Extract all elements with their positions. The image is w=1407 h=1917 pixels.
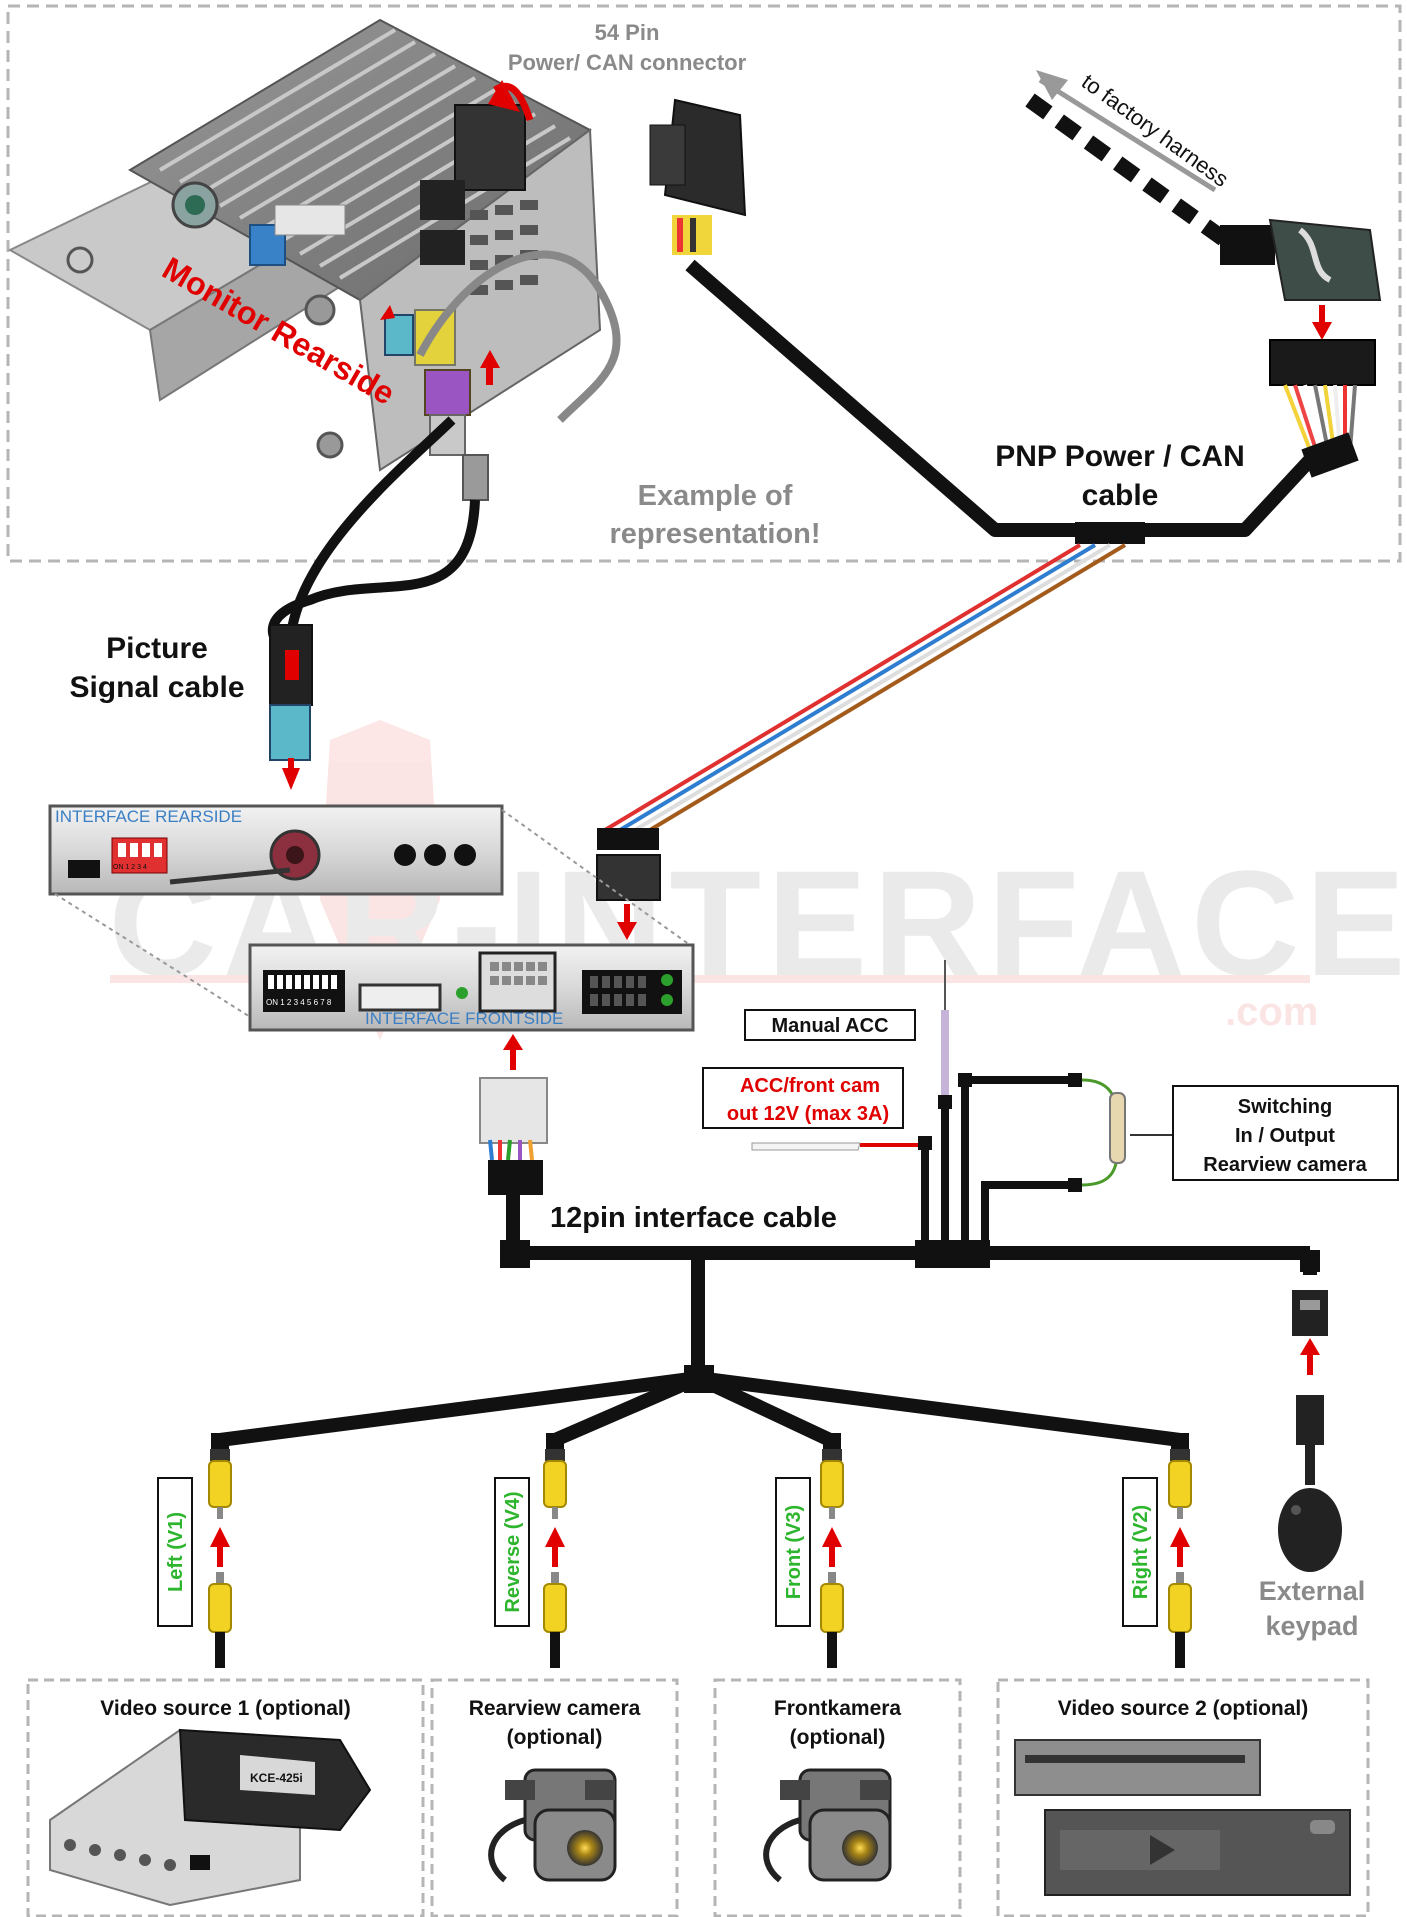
- switching-label-1: Switching: [1238, 1096, 1332, 1118]
- pnp-label-1: PNP Power / CAN: [995, 440, 1245, 473]
- source-title: Frontkamera: [774, 1697, 902, 1720]
- video-input-tag: Reverse (V4): [502, 1491, 524, 1612]
- front-camera-device: [763, 1768, 892, 1883]
- dip-rear-label: ON 1 2 3 4: [113, 864, 147, 871]
- external-keypad: [1278, 1290, 1342, 1572]
- keypad-label-1: External: [1259, 1576, 1366, 1606]
- source-subtitle: (optional): [790, 1726, 886, 1749]
- switching-label-3: Rearview camera: [1203, 1154, 1367, 1176]
- source-title: Video source 1 (optional): [100, 1697, 350, 1720]
- picture-label-1: Picture: [106, 632, 208, 665]
- red-arrow-icon: [822, 1527, 842, 1547]
- red-arrow-icon: [545, 1527, 565, 1547]
- can-wires: [603, 543, 1127, 832]
- red-arrow-icon: [210, 1527, 230, 1547]
- monitor-unit: [7, 18, 621, 501]
- acc-front-label-1: ACC/front cam: [740, 1075, 880, 1097]
- device-kce-text: KCE-425i: [250, 1771, 303, 1785]
- acc-front-label-2: out 12V (max 3A): [727, 1103, 889, 1125]
- interface-rearside-label: INTERFACE REARSIDE: [55, 807, 242, 826]
- picture-label-2: Signal cable: [69, 671, 244, 704]
- pnp-connector: [649, 98, 747, 255]
- source-box: [996, 1678, 1370, 1917]
- source-title: Rearview camera: [469, 1697, 641, 1720]
- source-subtitle: (optional): [507, 1726, 603, 1749]
- watermark-suffix: .com: [1225, 990, 1318, 1034]
- video-source-2-device: [1014, 1739, 1351, 1896]
- example-label-2: representation!: [609, 518, 820, 550]
- video-input-2: Reverse (V4) Rearview camera (optional): [430, 1433, 679, 1917]
- interface-frontside-label: INTERFACE FRONTSIDE: [365, 1009, 563, 1028]
- interface-rearside: INTERFACE REARSIDE ON 1 2 3 4: [48, 804, 504, 896]
- pin54-label-2: Power/ CAN connector: [508, 50, 747, 75]
- switching-label-2: In / Output: [1235, 1125, 1335, 1147]
- cable-label: 12pin interface cable: [550, 1202, 837, 1234]
- keypad-label-2: keypad: [1265, 1611, 1358, 1641]
- video-input-tag: Left (V1): [165, 1512, 187, 1592]
- rearview-camera-device: [488, 1768, 617, 1883]
- interface-frontside: ON 1 2 3 4 5 6 7 8 INTERFACE FRONTSIDE: [248, 943, 695, 1032]
- video-input-1: Left (V1) Video source 1 (optional): [26, 1433, 425, 1917]
- factory-harness-label: to factory harness: [1077, 69, 1233, 192]
- video-input-3: Front (V3) Frontkamera (optional): [713, 1433, 962, 1917]
- video-input-tag: Front (V3): [783, 1505, 805, 1599]
- factory-harness: [1025, 70, 1382, 478]
- video-source-1-device: KCE-425i: [49, 1728, 372, 1907]
- pnp-label-2: cable: [1082, 479, 1159, 512]
- video-input-tag: Right (V2): [1130, 1505, 1152, 1599]
- main-harness: [213, 1195, 1317, 1455]
- example-label-1: Example of: [638, 480, 793, 512]
- manual-acc-label: Manual ACC: [771, 1015, 888, 1037]
- video-input-4: Right (V2) Video source 2 (optional): [996, 1433, 1370, 1917]
- source-title: Video source 2 (optional): [1058, 1697, 1308, 1720]
- source-box: [26, 1678, 425, 1917]
- red-arrow-icon: [1170, 1527, 1190, 1547]
- dip-front-label: ON 1 2 3 4 5 6 7 8: [266, 998, 332, 1007]
- example-frame: [6, 4, 1402, 563]
- pin54-label-1: 54 Pin: [595, 20, 660, 45]
